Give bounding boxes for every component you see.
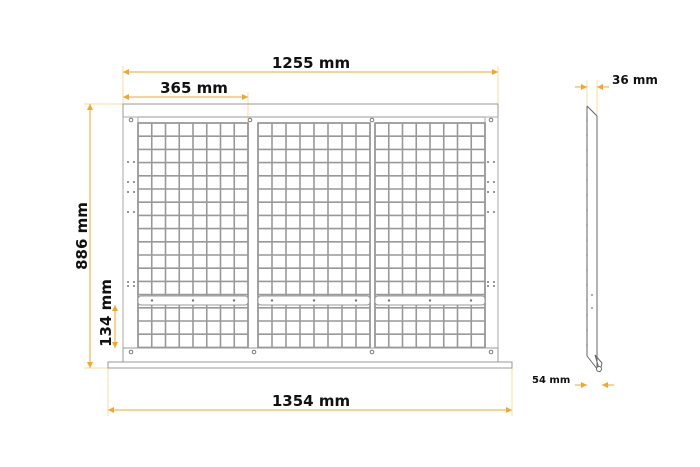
bottom-depth-label: 54 mm [532,375,570,386]
panel-width-label: 365 mm [160,79,228,97]
mounting-holes [127,117,495,355]
dimension-lines [84,66,614,416]
overall-width-label: 1255 mm [272,54,350,72]
side-profile [586,105,603,373]
height-label: 886 mm [73,202,91,270]
mesh-panels [137,122,486,349]
bottom-rail [122,347,499,363]
top-rail [122,103,499,118]
base-plate [107,361,513,369]
side-view [586,105,603,373]
front-view [107,103,513,369]
lower-section-label: 134 mm [97,279,115,347]
left-post [122,116,139,349]
mesh-panel [374,122,486,349]
base-width-label: 1354 mm [272,392,350,410]
right-post [484,116,499,349]
top-depth-label: 36 mm [612,73,658,87]
mesh-panel [257,122,371,349]
mesh-panel [137,122,249,349]
